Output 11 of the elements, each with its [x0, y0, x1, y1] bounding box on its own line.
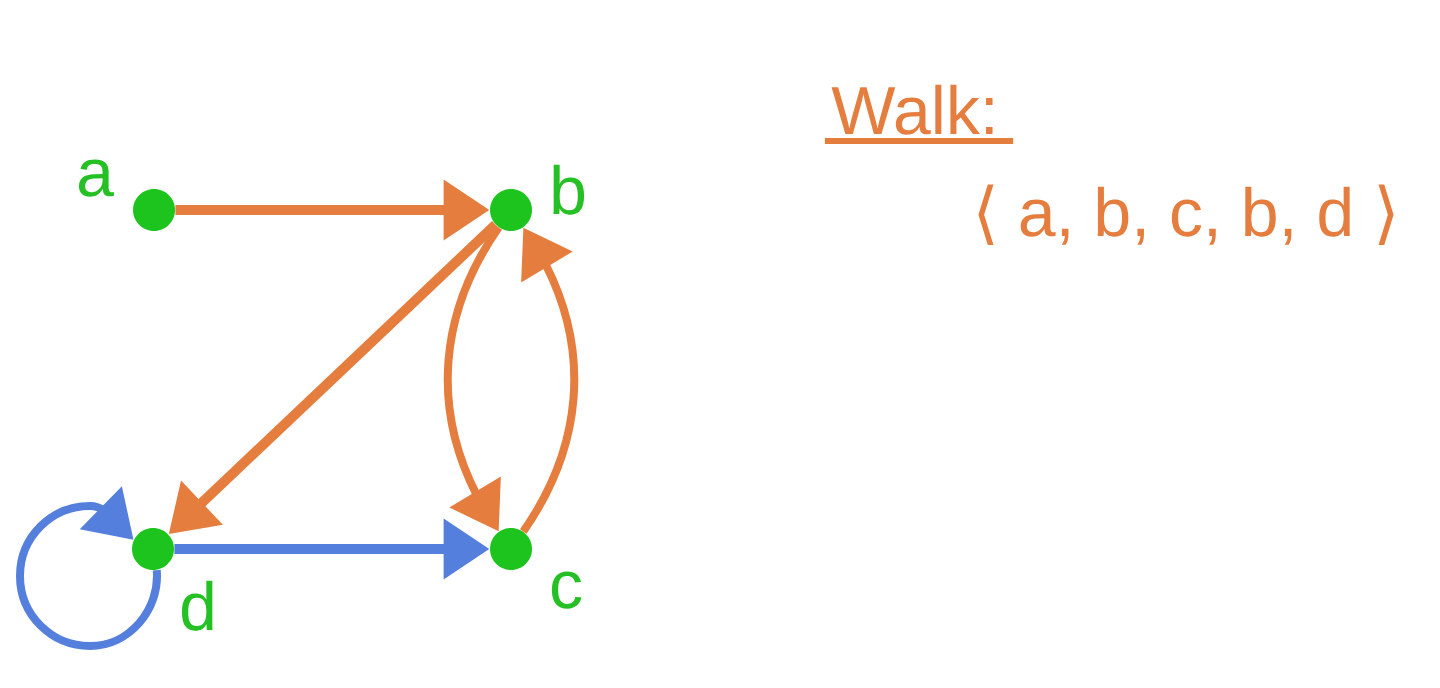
sequence-text: ⟨ a, b, c, b, d ⟩	[978, 184, 1394, 245]
underlined-heading: Walk:	[824, 84, 1014, 144]
vertex-label: b	[553, 164, 585, 215]
vertex-dot	[133, 189, 175, 231]
vertex-label: d	[181, 580, 213, 631]
vertex-dot	[490, 528, 532, 570]
vertex-dot	[490, 189, 532, 231]
loop-arrow	[16, 486, 161, 650]
vertex-dot	[132, 528, 174, 570]
vertex-label: c	[551, 571, 582, 609]
vertex-label: a	[79, 159, 114, 197]
